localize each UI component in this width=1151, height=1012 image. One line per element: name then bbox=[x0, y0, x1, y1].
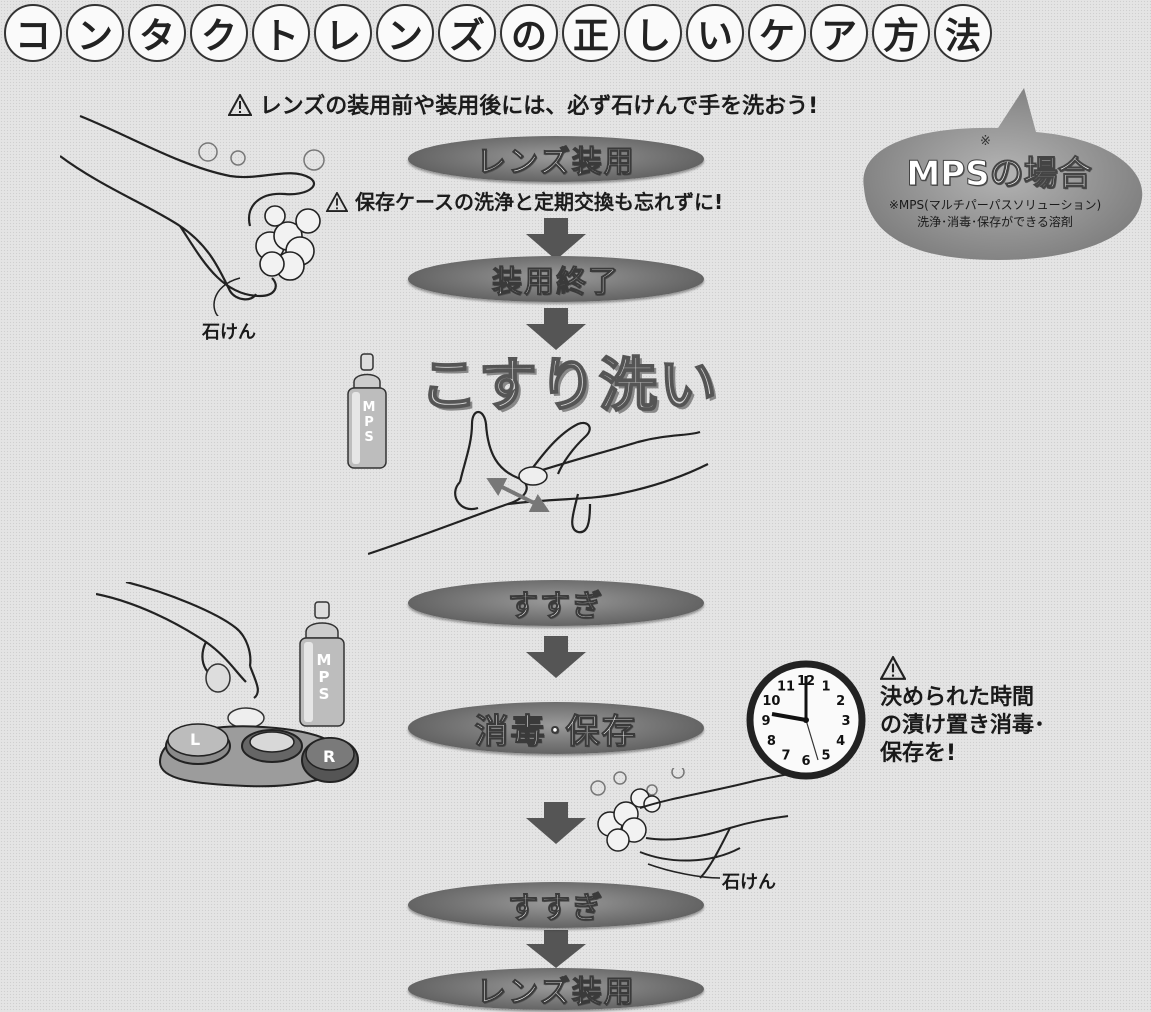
clock-icon: 121234567891011 bbox=[746, 660, 866, 780]
title-char-circle: レ bbox=[314, 4, 372, 62]
clock-number: 6 bbox=[801, 754, 810, 769]
title-char-circle: ン bbox=[376, 4, 434, 62]
step-rub-wash: こすり洗い bbox=[419, 350, 719, 420]
title-char-circle: い bbox=[686, 4, 744, 62]
case-care-warning: 保存ケースの洗浄と定期交換も忘れずに! bbox=[326, 186, 723, 215]
mps-speech-bubble bbox=[863, 88, 1143, 260]
clock-number: 3 bbox=[841, 714, 850, 729]
title-char-circle: ン bbox=[66, 4, 124, 62]
wash-hands-warning: レンズの装用前や装用後には、必ず石けんで手を洗おう! bbox=[228, 88, 818, 120]
soap-label-top: 石けん bbox=[202, 322, 256, 343]
title-char-circle: ズ bbox=[438, 4, 496, 62]
lens-case-illustration bbox=[96, 582, 359, 788]
clock-number: 7 bbox=[781, 749, 790, 764]
wash-hands-text: レンズの装用前や装用後には、必ず石けんで手を洗おう! bbox=[259, 94, 819, 119]
rinse-hands-illustration bbox=[590, 768, 789, 879]
title-char-circle: コ bbox=[4, 4, 62, 62]
title-char-circle: 方 bbox=[872, 4, 930, 62]
mps-bottle-label-1: MPS bbox=[362, 400, 376, 445]
mps-bottle-label-2: MPS bbox=[316, 651, 332, 703]
mps-note-line1: ※MPS(マルチパーパスソリューション) bbox=[888, 198, 1102, 212]
clock-number: 10 bbox=[762, 694, 780, 709]
clock-number: 1 bbox=[821, 679, 830, 694]
clock-number: 9 bbox=[761, 714, 770, 729]
hand-washing-illustration bbox=[60, 114, 325, 316]
down-arrow-icon bbox=[526, 930, 586, 968]
warning-triangle-icon bbox=[228, 94, 252, 116]
mps-asterisk: ※ bbox=[980, 134, 991, 149]
case-left-label: L bbox=[190, 730, 201, 749]
soap-label-bottom: 石けん bbox=[722, 872, 776, 893]
title-char-circle: ト bbox=[252, 4, 310, 62]
clock-number: 11 bbox=[777, 679, 795, 694]
clock-number: 5 bbox=[821, 749, 830, 764]
title-char-circle: 法 bbox=[934, 4, 992, 62]
clock-number: 4 bbox=[836, 734, 845, 749]
down-arrow-icon bbox=[526, 218, 586, 260]
title-char-circle: ケ bbox=[748, 4, 806, 62]
clock-number: 2 bbox=[836, 694, 845, 709]
title-char-circle: 正 bbox=[562, 4, 620, 62]
step-lens-wear-start: レンズ装用 bbox=[408, 136, 704, 182]
title-char-circle: タ bbox=[128, 4, 186, 62]
clock-note: 決められた時間 の漬け置き消毒･ 保存を! bbox=[879, 654, 1046, 768]
step-wear-end: 装用終了 bbox=[408, 256, 704, 302]
title-char-circle: し bbox=[624, 4, 682, 62]
mps-bottle-icon bbox=[347, 353, 387, 469]
warning-triangle-icon bbox=[879, 654, 907, 680]
title-circles: コンタクトレンズの正しいケア方法 bbox=[4, 4, 992, 62]
warning-triangle-icon bbox=[326, 192, 348, 212]
step-lens-wear-again: レンズ装用 bbox=[408, 968, 704, 1011]
case-right-label: R bbox=[323, 747, 336, 766]
step-disinfect-store: 消毒･保存 bbox=[408, 702, 704, 754]
mps-note-line2: 洗浄･消毒･保存ができる溶剤 bbox=[917, 215, 1073, 229]
title-char-circle: の bbox=[500, 4, 558, 62]
step-rinse-2: すすぎ bbox=[408, 882, 704, 928]
title-char-circle: ア bbox=[810, 4, 868, 62]
title-char-circle: ク bbox=[190, 4, 248, 62]
clock-number: 8 bbox=[767, 734, 776, 749]
case-care-text: 保存ケースの洗浄と定期交換も忘れずに! bbox=[354, 190, 724, 214]
rubbing-lens-illustration bbox=[368, 410, 709, 556]
down-arrow-icon bbox=[526, 636, 586, 678]
down-arrow-icon bbox=[526, 802, 586, 844]
clock-note-line1: 決められた時間 bbox=[880, 685, 1035, 710]
step-rinse-1: すすぎ bbox=[408, 580, 704, 626]
clock-note-line3: 保存を! bbox=[880, 741, 957, 766]
mps-bubble-title: MPSの場合 bbox=[906, 154, 1092, 195]
clock-note-line2: の漬け置き消毒･ bbox=[880, 713, 1046, 738]
down-arrow-icon bbox=[526, 308, 586, 350]
mps-bottle-icon bbox=[299, 601, 345, 727]
